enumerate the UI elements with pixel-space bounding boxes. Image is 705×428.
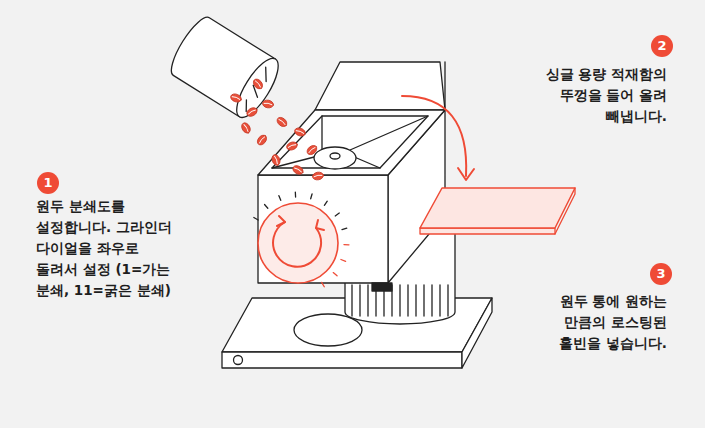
dial-tick xyxy=(254,218,258,221)
bean-shape xyxy=(262,99,274,108)
hopper-edge xyxy=(444,62,445,110)
body-tab xyxy=(372,283,392,291)
lid-edge xyxy=(420,228,555,234)
dial-ticks xyxy=(254,192,349,287)
rib-line xyxy=(407,285,408,316)
bean-shape xyxy=(252,77,265,90)
grind-dial xyxy=(254,192,349,287)
bean-crease xyxy=(308,147,315,153)
bean-crease xyxy=(232,96,240,99)
lid-arrowhead xyxy=(458,168,474,180)
coffee-bean xyxy=(294,127,307,138)
dial-knob xyxy=(258,203,338,283)
bean-crease xyxy=(255,80,261,87)
rib-line xyxy=(415,285,416,316)
knob-mark xyxy=(330,153,340,159)
coffee-bean xyxy=(252,77,265,90)
coffee-bean xyxy=(291,164,304,176)
dial-tick xyxy=(324,201,327,205)
bean-shape xyxy=(312,171,324,180)
dial-tick xyxy=(333,273,337,276)
rib-line xyxy=(439,285,440,316)
rib-line xyxy=(431,285,432,316)
dial-tick xyxy=(311,194,312,199)
dial-tick xyxy=(342,228,347,229)
lid-arrow xyxy=(402,96,466,176)
bean-shape xyxy=(245,106,258,118)
dial-arrow xyxy=(273,222,321,267)
dial-tick xyxy=(279,196,281,201)
instruction-text: 원두 통에 원하는 만큼의 로스팅된 홀빈을 넣습니다. xyxy=(527,291,667,354)
rib-line xyxy=(423,285,424,316)
coffee-bean xyxy=(286,141,299,152)
bean-shape xyxy=(294,127,307,138)
coffee-bean xyxy=(256,133,269,146)
hopper-knob xyxy=(314,147,356,169)
callout-number: 1 xyxy=(37,172,59,194)
coffee-bean xyxy=(230,93,243,104)
coffee-bean xyxy=(262,99,274,108)
bean-shape xyxy=(291,164,304,176)
base-front xyxy=(222,352,462,368)
bean-crease xyxy=(288,144,296,147)
dial-arrowhead xyxy=(316,220,324,230)
bean-shape xyxy=(230,93,243,104)
base-side xyxy=(462,298,492,368)
bean-shape xyxy=(286,141,299,152)
instruction-text: 원두 분쇄도를 설정합니다. 그라인더 다이얼을 좌우로 돌려서 설정 (1=가… xyxy=(36,196,181,301)
cup-pad xyxy=(294,314,362,346)
rib-line xyxy=(359,285,360,316)
lid-top xyxy=(420,188,575,228)
instruction-text: 싱글 용량 적재함의 뚜껑을 들어 올려 빼냅니다. xyxy=(527,64,667,127)
rib-line xyxy=(351,285,352,316)
dial-tick xyxy=(344,244,349,245)
coffee-bean xyxy=(275,116,288,129)
dial-tick xyxy=(265,205,268,209)
bean-crease xyxy=(275,156,278,164)
callout-number: 2 xyxy=(651,35,673,57)
dial-tick xyxy=(322,282,325,286)
rib-line xyxy=(399,285,400,316)
power-button xyxy=(234,356,243,365)
bean-crease xyxy=(314,175,322,177)
hopper-rim xyxy=(272,116,428,168)
bean-shape xyxy=(271,154,282,167)
bean-shape xyxy=(256,133,269,146)
bean-shape xyxy=(305,144,318,157)
dial-arrowhead xyxy=(277,216,285,226)
bean-crease xyxy=(259,136,265,143)
bean-crease xyxy=(248,109,255,114)
callout-number: 3 xyxy=(650,263,672,285)
coffee-beans xyxy=(230,77,325,180)
bean-crease xyxy=(295,167,302,172)
rib-line xyxy=(367,285,368,316)
dial-tick xyxy=(295,192,297,197)
bean-crease xyxy=(264,103,272,105)
hopper-funnel xyxy=(272,116,428,168)
bean-shape xyxy=(275,116,288,129)
coffee-bean xyxy=(305,144,318,157)
dial-tick xyxy=(335,213,339,216)
coffee-bean xyxy=(271,154,282,167)
housing-ribs xyxy=(352,285,448,316)
bean-scoop xyxy=(165,12,286,123)
bean-shape xyxy=(240,121,252,134)
coffee-bean xyxy=(240,121,252,134)
bean-crease xyxy=(244,124,249,131)
coffee-bean xyxy=(312,171,324,180)
dose-lid xyxy=(420,188,575,234)
coffee-bean xyxy=(245,106,258,118)
bean-crease xyxy=(279,119,286,125)
lid-side xyxy=(555,188,575,234)
rib-line xyxy=(447,285,448,316)
body-top xyxy=(258,110,445,175)
body-front xyxy=(258,175,388,283)
hopper-back xyxy=(315,62,445,110)
bean-crease xyxy=(296,130,304,133)
scoop-inner xyxy=(239,67,273,113)
dial-tick xyxy=(341,259,346,261)
scoop-mouth xyxy=(229,53,285,123)
